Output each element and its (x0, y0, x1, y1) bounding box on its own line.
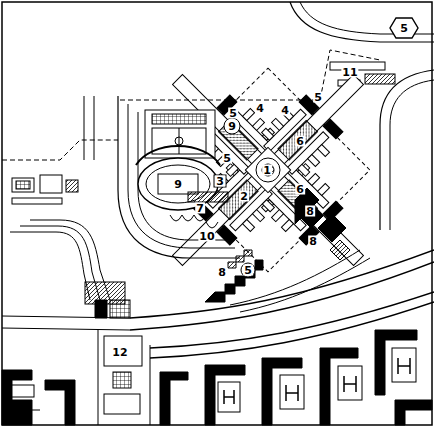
callout-number: 11 (341, 67, 358, 78)
callout-number: 8 (217, 267, 227, 278)
callout-number: 10 (198, 231, 215, 242)
callout-number: 8 (305, 206, 315, 217)
callout-number: 7 (195, 203, 205, 214)
callout-number: 6 (295, 136, 305, 147)
callout-number: 9 (173, 179, 183, 190)
callout-number: 3 (215, 176, 225, 187)
callout-number: 9 (227, 121, 237, 132)
callout-number: 4 (280, 105, 290, 116)
callout-number: 5 (399, 23, 409, 34)
callout-number: 12 (111, 347, 128, 358)
callout-number: 5 (243, 265, 253, 276)
callout-number: 2 (239, 191, 249, 202)
callout-number: 5 (313, 92, 323, 103)
callout-number: 6 (295, 184, 305, 195)
callout-number: 5 (228, 108, 238, 119)
callout-number: 8 (308, 236, 318, 247)
callout-number: 1 (262, 165, 272, 176)
callout-number: 5 (222, 153, 232, 164)
callout-number: 4 (255, 103, 265, 114)
